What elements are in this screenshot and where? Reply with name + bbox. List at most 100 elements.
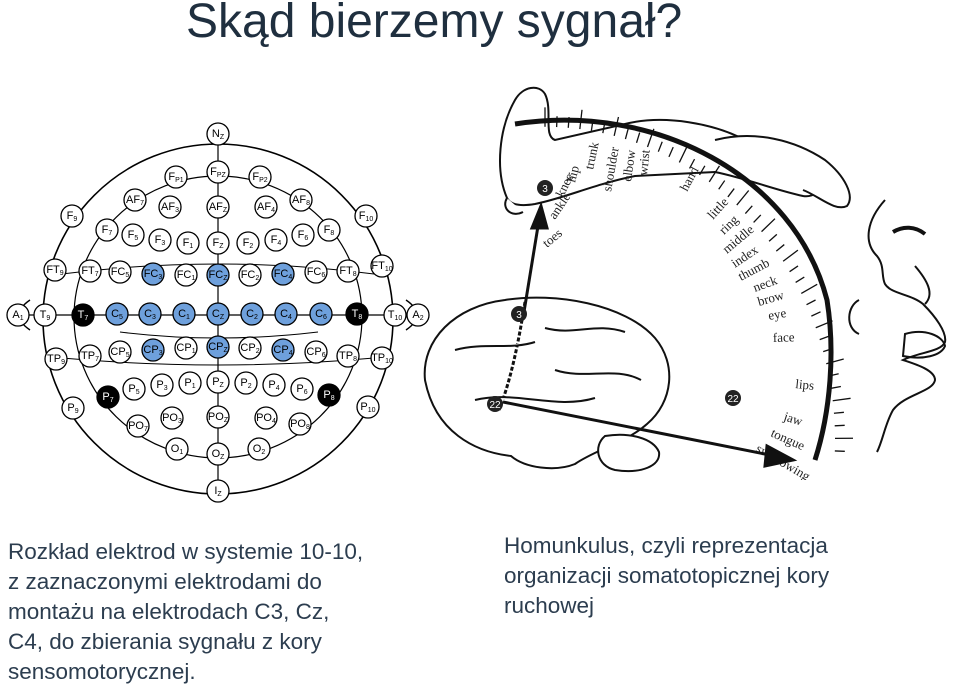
area-marker-label: 3: [516, 310, 522, 321]
electrode-po7: PO7: [126, 414, 150, 438]
electrode-label: O1: [171, 443, 184, 456]
electrode-circle: [141, 338, 165, 362]
electrode-circle: [108, 260, 132, 284]
arrow-lower-head: [763, 443, 798, 468]
electrode-label: T7: [78, 309, 89, 322]
electrode-circle: [95, 218, 119, 242]
electrode-label: C4: [280, 308, 292, 321]
electrode-label: P8: [323, 389, 334, 402]
electrode-label: CP5: [110, 346, 129, 359]
electrode-p6: P6: [290, 377, 314, 401]
caption-left-line: montażu na elektrodach C3, Cz,: [8, 599, 330, 624]
lips-shape: [901, 330, 947, 359]
electrode-label: PO8: [290, 418, 310, 431]
electrode-circle: [78, 344, 102, 368]
electrode-fp1: FP1: [164, 165, 188, 189]
cortex-arc: [514, 117, 834, 461]
electrode-ft9: FT9: [43, 258, 67, 282]
electrode-ft10: FT10: [370, 254, 394, 278]
electrode-circle: [206, 479, 230, 503]
electrode-fc6: FC6: [304, 260, 328, 284]
arc-tick: [727, 188, 735, 198]
brain-sketch: [423, 296, 671, 472]
electrode-circle: [264, 228, 288, 252]
caption-homunculus: Homunkulus, czyli reprezentacja organiza…: [504, 531, 954, 621]
arrow-lower: [502, 400, 776, 458]
electrode-label: F10: [359, 210, 374, 223]
electrode-label: F8: [324, 224, 335, 237]
electrode-circle: [206, 370, 230, 394]
electrode-f5: F5: [121, 223, 145, 247]
electrode-label: AF7: [126, 194, 144, 207]
electrode-p1: P1: [178, 371, 202, 395]
arc-tick: [736, 190, 750, 206]
electrode-fc5: FC5: [108, 260, 132, 284]
electrode-circle: [383, 303, 407, 327]
caption-right-line: organizacji somatotopicznej kory: [504, 563, 830, 588]
electrode-f7: F7: [95, 218, 119, 242]
electrode-circle: [238, 263, 262, 287]
electrode-label: NZ: [212, 128, 225, 141]
electrode-circle: [165, 437, 189, 461]
electrode-af4: AF4: [254, 195, 278, 219]
electrode-label: AF4: [257, 201, 275, 214]
electrode-circle: [356, 395, 380, 419]
electrode-label: PO4: [256, 412, 276, 425]
body-part-label-face: face: [773, 329, 795, 345]
electrode-label: POZ: [208, 411, 229, 424]
electrode-label: TP8: [339, 350, 357, 363]
arc-tick: [688, 158, 696, 169]
electrode-circle: [254, 195, 278, 219]
electrode-po3: PO3: [160, 406, 184, 430]
caption-left-line: sensomotorycznej.: [8, 659, 196, 684]
electrode-label: F7: [102, 224, 113, 237]
electrode-label: C1: [178, 308, 190, 321]
electrode-circle: [240, 302, 264, 326]
electrode-label: CP4: [273, 344, 292, 357]
arc-tick: [602, 122, 606, 134]
electrode-label: T9: [40, 309, 51, 322]
electrode-label: CP3: [143, 344, 162, 357]
electrode-circle: [121, 223, 145, 247]
electrode-af8: AF8: [289, 188, 313, 212]
body-part-labels: hiptrunkshoulderelbowwristhandkneeanklet…: [539, 140, 815, 480]
electrode-label: P10: [360, 401, 375, 414]
cerebellum: [597, 433, 661, 472]
electrode-label: AF3: [161, 201, 179, 214]
electrode-circle: [164, 165, 188, 189]
electrode-circle: [309, 302, 333, 326]
electrode-circle: [44, 347, 68, 371]
electrode-c6: C6: [309, 302, 333, 326]
caption-right-line: Homunkulus, czyli reprezentacja: [504, 533, 828, 558]
electrode-ft8: FT8: [336, 259, 360, 283]
electrode-label: P1: [184, 377, 195, 390]
electrode-label: FC2: [241, 269, 260, 282]
arrow-upper-head: [529, 201, 549, 230]
electrode-label: C5: [111, 308, 123, 321]
body-sketch: [499, 86, 851, 215]
electrode-circle: [354, 204, 378, 228]
body-part-label-lips: lips: [795, 376, 815, 393]
electrode-label: FT7: [81, 265, 98, 278]
electrode-cp1: CP1: [174, 336, 198, 360]
electrode-circle: [304, 340, 328, 364]
electrode-label: FP1: [168, 171, 183, 184]
electrode-af7: AF7: [123, 188, 147, 212]
electrode-label: T8: [352, 308, 363, 321]
arc-tick: [832, 397, 851, 402]
foot-shape: [504, 197, 524, 215]
electrode-po8: PO8: [288, 412, 312, 436]
arc-tick: [635, 132, 641, 144]
arrow-upper: [521, 219, 541, 319]
electrode-af3: AF3: [158, 195, 182, 219]
electrode-label: PO3: [162, 412, 182, 425]
electrode-label: AF8: [292, 194, 310, 207]
electrode-label: P7: [102, 391, 113, 404]
electrode-circle: [336, 259, 360, 283]
electrode-circle: [238, 336, 262, 360]
electrode-o2: O2: [247, 437, 271, 461]
ear-shape: [848, 299, 860, 335]
electrode-circle: [370, 254, 394, 278]
arc-tick: [828, 373, 839, 377]
